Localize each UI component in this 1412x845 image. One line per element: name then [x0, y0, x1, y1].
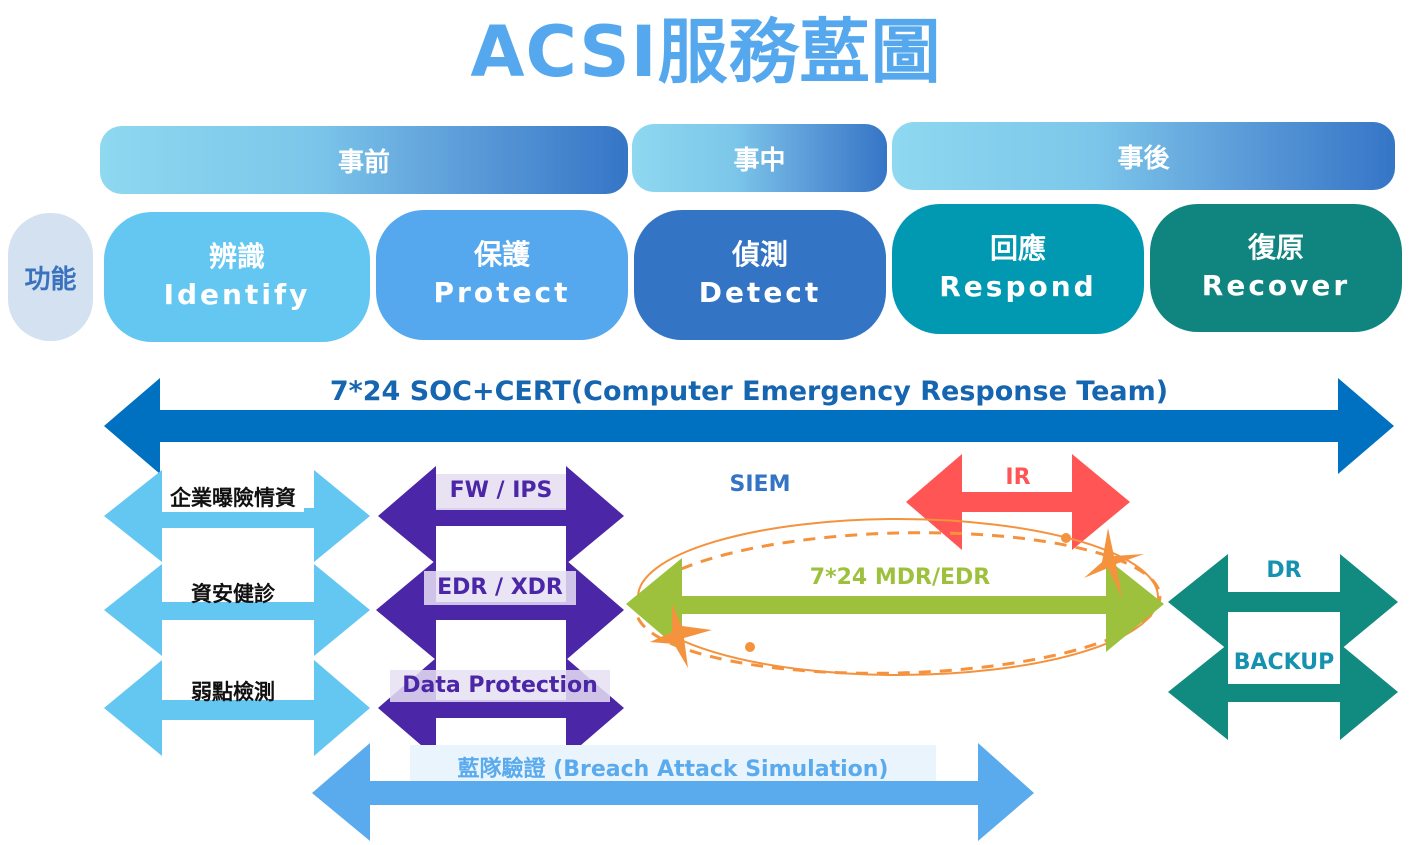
- page-title: ACSI服務藍圖: [470, 11, 942, 93]
- protect-service-1: FW / IPS: [449, 478, 553, 503]
- protect-service-3: Data Protection: [402, 673, 598, 698]
- dr-label: DR: [1266, 558, 1302, 583]
- function-identify: 辨識 Identify: [104, 212, 370, 342]
- function-respond: 回應 Respond: [892, 204, 1144, 334]
- identify-service-1: 企業曝險情資: [162, 482, 304, 512]
- protect-service-2: EDR / XDR: [437, 575, 563, 600]
- orbit-dot-2: [745, 642, 755, 652]
- function-protect-zh: 保護: [473, 238, 530, 271]
- function-row-label: 功能: [8, 213, 93, 341]
- ir-arrow: [906, 454, 1130, 550]
- identify-service-2: 資安健診: [191, 582, 275, 606]
- identify-service-3: 弱點檢測: [191, 680, 275, 704]
- function-detect: 偵測 Detect: [634, 210, 886, 340]
- sparkle-icon: [650, 604, 712, 668]
- orbit-dashed: [634, 531, 1162, 675]
- siem-label: SIEM: [729, 472, 791, 497]
- identify-arrow-3: [104, 660, 370, 756]
- bas-arrow: [312, 743, 1034, 841]
- dr-arrow: [1168, 554, 1398, 650]
- soc-cert-label: 7*24 SOC+CERT(Computer Emergency Respons…: [329, 376, 1169, 407]
- phase-after: 事後: [892, 122, 1395, 190]
- protect-arrow-2: [376, 560, 624, 660]
- function-detect-zh: 偵測: [731, 238, 788, 271]
- function-respond-zh: 回應: [989, 232, 1046, 265]
- function-detect-en: Detect: [698, 276, 822, 309]
- sparkle-icon: [1084, 528, 1144, 598]
- function-respond-en: Respond: [939, 270, 1097, 303]
- function-recover-zh: 復原: [1247, 231, 1304, 264]
- identify-arrow-1: [104, 470, 370, 562]
- function-protect-en: Protect: [433, 276, 571, 309]
- backup-arrow: [1168, 644, 1398, 740]
- mdr-arrow: [626, 558, 1164, 652]
- function-protect: 保護 Protect: [376, 210, 628, 340]
- soc-cert-arrow: [104, 378, 1394, 474]
- phase-before: 事前: [100, 126, 628, 194]
- phase-during: 事中: [632, 124, 887, 192]
- function-recover-en: Recover: [1201, 269, 1351, 302]
- protect-arrow-1: [378, 466, 624, 564]
- backup-label: BACKUP: [1233, 650, 1335, 675]
- function-identify-en: Identify: [163, 278, 311, 311]
- orbit-dot-1: [1061, 533, 1071, 543]
- bas-label: 藍隊驗證 (Breach Attack Simulation): [457, 757, 889, 782]
- ir-label: IR: [1005, 465, 1031, 490]
- identify-arrow-2: [104, 564, 370, 656]
- function-recover: 復原 Recover: [1150, 204, 1402, 332]
- function-identify-zh: 辨識: [208, 240, 265, 273]
- protect-arrow-3: [378, 658, 624, 758]
- mdr-label: 7*24 MDR/EDR: [809, 565, 991, 590]
